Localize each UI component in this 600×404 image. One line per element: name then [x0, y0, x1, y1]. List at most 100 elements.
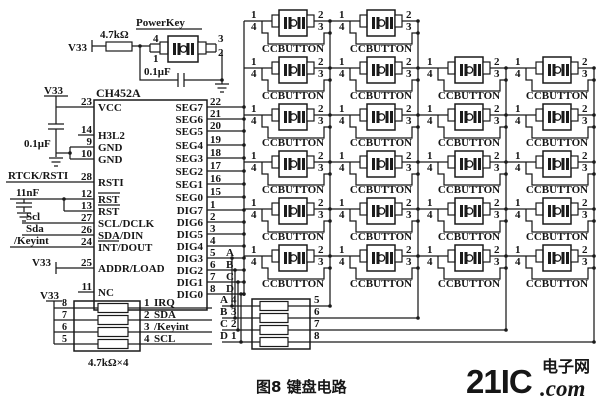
- left-signals: V33 0.1μF RTCK/RSTI 11nF Scl Sda /Keyint…: [6, 85, 78, 274]
- ccbutton-pin-label: 1: [515, 197, 521, 209]
- ccbutton-pin-label: 2: [494, 150, 500, 162]
- button-contact: [302, 64, 305, 76]
- wire: [56, 146, 78, 160]
- button-contact: [390, 205, 393, 217]
- ccbutton-label: CCBUTTON: [438, 137, 500, 149]
- pack-pin-number: 2: [144, 309, 150, 321]
- resistor-icon: [97, 314, 129, 326]
- pack-pin-number: 5: [62, 334, 67, 345]
- chip-pin-number: 18: [210, 147, 222, 159]
- wire: [261, 162, 330, 186]
- wire: [437, 115, 506, 139]
- ccbutton-pin-label: 4: [339, 162, 345, 174]
- resistor-icon: [97, 338, 129, 350]
- wire: [349, 209, 418, 233]
- wire: [261, 68, 330, 92]
- button-contact: [460, 111, 463, 123]
- button-pad: [271, 249, 280, 263]
- figure-caption: 图8 键盘电路: [256, 378, 348, 396]
- button-pad: [482, 108, 491, 122]
- button-plunger: [377, 19, 386, 27]
- ccbutton-pin-label: 3: [318, 68, 324, 80]
- button-plunger: [553, 66, 562, 74]
- ccbutton-pin-label: 3: [494, 68, 500, 80]
- chip-pin-number: 9: [87, 136, 93, 148]
- junction-dot: [592, 125, 596, 129]
- ccbutton-pin-label: 1: [427, 150, 433, 162]
- chip-pin-number: 3: [210, 223, 216, 235]
- junction-dot: [504, 78, 508, 82]
- pack-signal-name: SDA: [154, 309, 176, 321]
- button-pad: [447, 61, 456, 75]
- row-tag: C: [226, 271, 234, 283]
- ccbutton-pin-label: 3: [318, 162, 324, 174]
- ccbutton-pin-label: 1: [251, 56, 257, 68]
- wire: [261, 21, 330, 45]
- ccbutton-label: CCBUTTON: [350, 231, 412, 243]
- ccbutton-label: CCBUTTON: [350, 278, 412, 290]
- keyint-label: /Keyint: [13, 235, 49, 247]
- pack-body: [73, 300, 141, 352]
- ccbutton-pin-label: 4: [515, 115, 521, 127]
- junction-dot: [416, 316, 420, 320]
- ccbutton-pin-label: 2: [318, 9, 324, 21]
- junction-dot: [504, 125, 508, 129]
- button-pad: [359, 61, 368, 75]
- button-contact: [566, 252, 569, 264]
- chip-pin-name: SEG4: [175, 140, 203, 152]
- junction-dot: [592, 160, 596, 164]
- chip-pin-number: 14: [81, 124, 93, 136]
- ccbutton-pin-label: 2: [406, 103, 412, 115]
- button-pad: [535, 202, 544, 216]
- button-pad: [306, 249, 315, 263]
- wire: [437, 256, 506, 280]
- pack-pin-number: 3: [231, 306, 237, 318]
- ccbutton-pin-label: 1: [427, 103, 433, 115]
- ccbutton-pin-label: 2: [406, 9, 412, 21]
- ccbutton-pin-label: 1: [515, 244, 521, 256]
- button-pad: [306, 155, 315, 169]
- chip-pin-name: DIG3: [177, 253, 204, 265]
- chip-pin-name: DIG7: [177, 205, 204, 217]
- pack-signal-name: SCL: [154, 333, 175, 345]
- button-pad: [482, 61, 491, 75]
- ccbutton-pin-label: 2: [494, 197, 500, 209]
- row-tag: D: [226, 283, 234, 295]
- ccbutton-label: CCBUTTON: [350, 137, 412, 149]
- ccbutton-pin-label: 1: [515, 56, 521, 68]
- pack-pin-number: 2: [231, 318, 237, 330]
- ccbutton-pin-label: 1: [251, 244, 257, 256]
- ccbutton-pin-label: 2: [582, 197, 588, 209]
- wire: [310, 305, 594, 343]
- chip-pin-number: 5: [210, 247, 216, 259]
- ccbutton-pin-label: 4: [515, 68, 521, 80]
- pack-pin-number: 3: [144, 321, 150, 333]
- chip-pin-number: 17: [210, 160, 222, 172]
- key-contact: [191, 43, 194, 55]
- chip-pin-name: DIG4: [177, 241, 204, 253]
- wire: [139, 46, 222, 87]
- ccbutton-pin-label: 1: [251, 9, 257, 21]
- row-line-number: 7: [314, 318, 320, 330]
- junction-dot: [68, 151, 72, 155]
- chip-pin-name: VCC: [98, 102, 122, 114]
- ccbutton-pin-label: 2: [406, 56, 412, 68]
- ground-icon: [17, 212, 31, 222]
- chip-pin-number: 6: [210, 259, 216, 271]
- wire: [261, 209, 330, 233]
- junction-dot: [328, 172, 332, 176]
- cap1-value: 0.1μF: [24, 138, 51, 150]
- key-pad: [159, 41, 169, 55]
- button-contact: [478, 64, 481, 76]
- pack-pin-number: 7: [62, 310, 67, 321]
- chip-pin-name: SEG3: [175, 153, 203, 165]
- junction-dot: [416, 78, 420, 82]
- button-contact: [297, 252, 301, 264]
- button-contact: [390, 252, 393, 264]
- ccbutton-pin-label: 3: [318, 115, 324, 127]
